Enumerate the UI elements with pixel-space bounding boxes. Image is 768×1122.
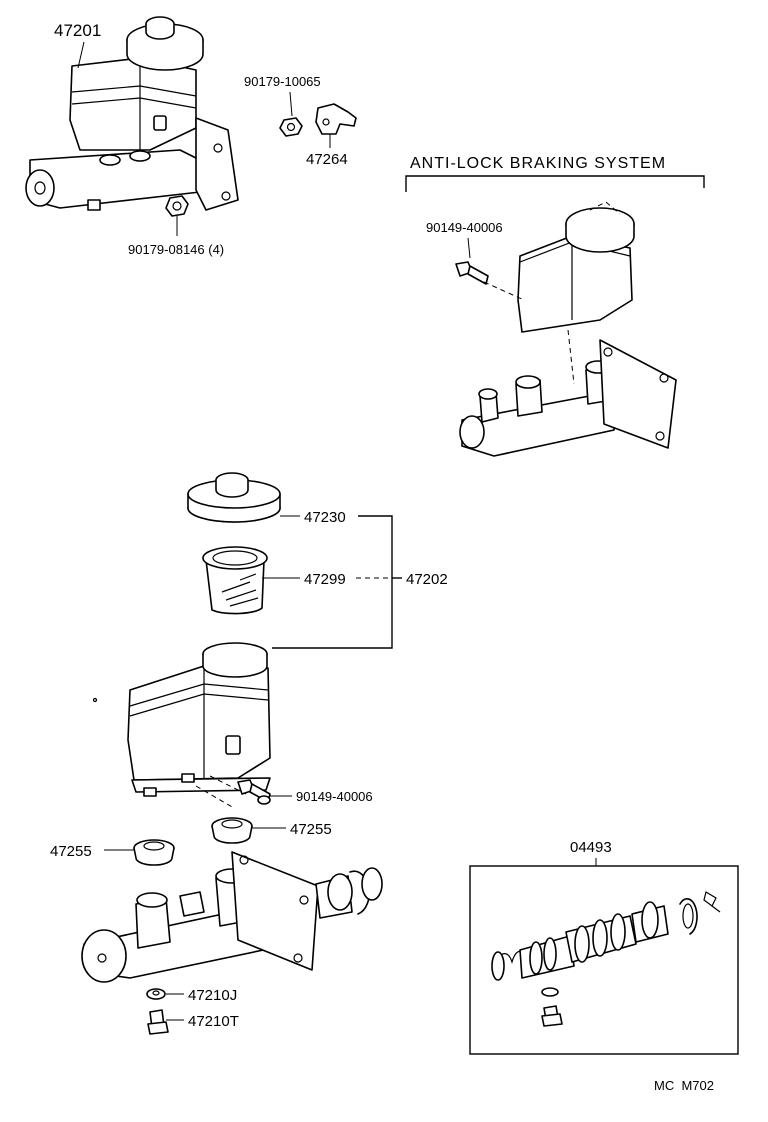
grommet-right: 47255 xyxy=(211,817,332,844)
bracket-part: 47264 xyxy=(306,103,357,168)
label-47255-left: 47255 xyxy=(50,843,92,860)
reservoir-strainer: 47299 xyxy=(202,546,400,615)
kit-frame xyxy=(469,865,739,1055)
label-04493: 04493 xyxy=(570,839,612,856)
label-47264: 47264 xyxy=(306,151,348,168)
reservoir-cap: 47230 xyxy=(187,472,346,526)
reservoir-body xyxy=(92,642,271,809)
grommet-left: 47255 xyxy=(50,839,175,866)
label-47201: 47201 xyxy=(54,21,101,40)
label-47202: 47202 xyxy=(406,571,448,588)
label-90179-08146: 90179-08146 (4) xyxy=(128,242,224,257)
gasket: 47210J xyxy=(146,987,237,1004)
diagram-code: MC M702 xyxy=(654,1078,714,1093)
abs-title: ANTI-LOCK BRAKING SYSTEM xyxy=(410,155,666,172)
reservoir-set-bracket: 47202 xyxy=(272,515,448,649)
master-cylinder-assembly-top: 47201 xyxy=(25,16,239,211)
label-47230: 47230 xyxy=(304,509,346,526)
label-47255-right: 47255 xyxy=(290,821,332,838)
label-abs-90149-40006: 90149-40006 xyxy=(426,220,503,235)
label-47299: 47299 xyxy=(304,571,346,588)
label-90149-40006: 90149-40006 xyxy=(296,789,373,804)
label-47210J: 47210J xyxy=(188,987,237,1004)
cylinder-kit: 04493 xyxy=(469,839,739,1055)
reservoir-set-bolt: 90149-40006 xyxy=(237,779,373,805)
label-90179-10065: 90179-10065 xyxy=(244,74,321,89)
abs-section: ANTI-LOCK BRAKING SYSTEM 90149-40006 xyxy=(405,155,705,457)
flange-nut-upper: 90179-10065 xyxy=(244,74,321,137)
flange-nut-lower: 90179-08146 (4) xyxy=(128,195,224,257)
master-cylinder-body xyxy=(81,851,383,983)
label-47210T: 47210T xyxy=(188,1013,239,1030)
stop-bolt: 47210T xyxy=(147,1009,239,1035)
